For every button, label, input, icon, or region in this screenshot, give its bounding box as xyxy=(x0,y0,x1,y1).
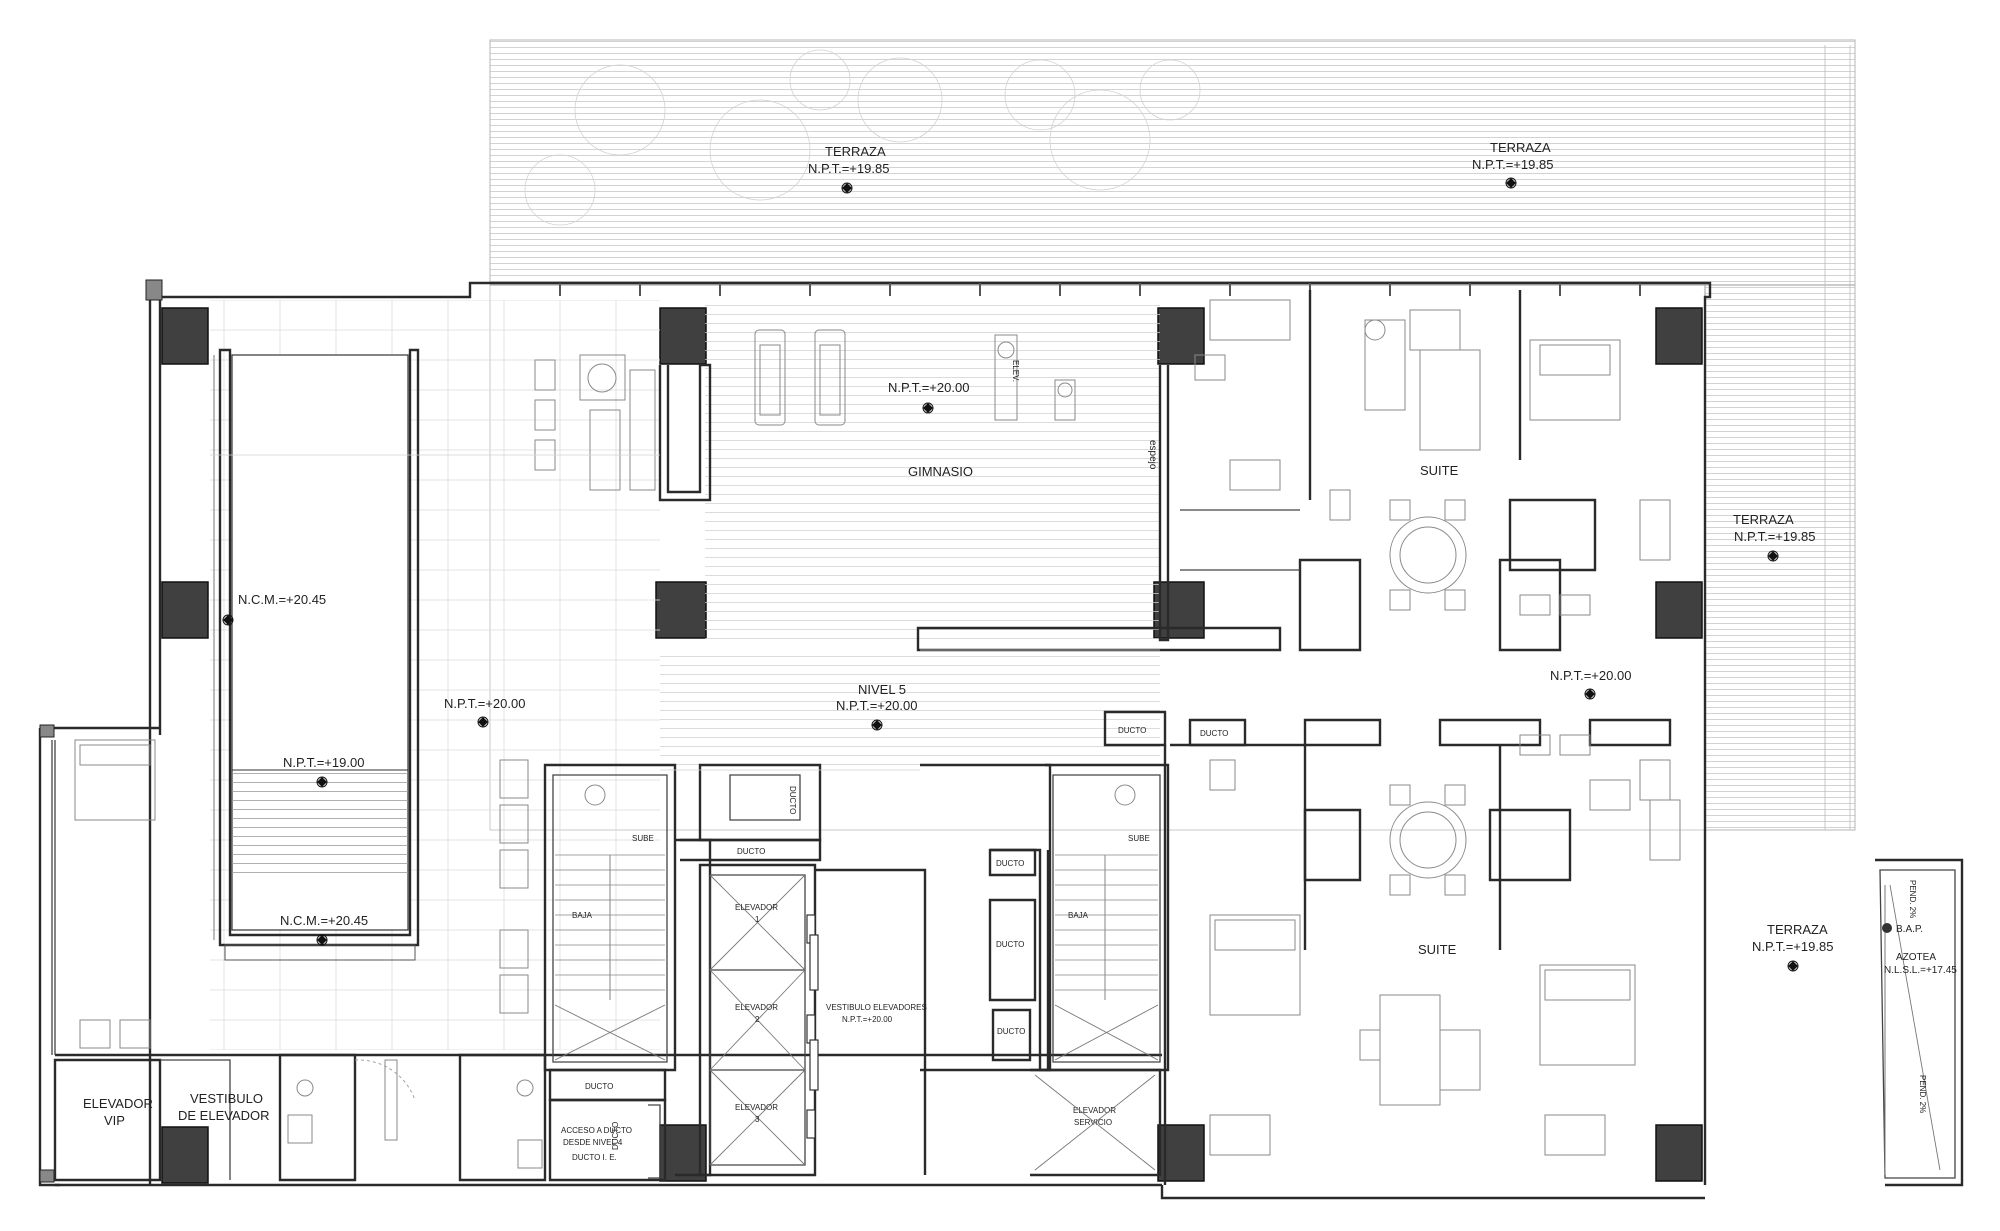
baja-label: BAJA xyxy=(572,911,593,920)
ducto-label: DUCTO xyxy=(611,1122,620,1150)
bap-marker xyxy=(1882,923,1892,933)
left-hall-level: N.P.T.=+20.00 xyxy=(444,696,525,711)
ducto-label: DUCTO xyxy=(1200,729,1228,738)
baja-label: BAJA xyxy=(1068,911,1089,920)
ducto-label: DUCTO xyxy=(585,1082,613,1091)
column xyxy=(655,581,707,639)
ducto-label: DUCTO xyxy=(997,1027,1025,1036)
pool-labels: N.C.M.=+20.45 N.P.T.=+19.00 N.C.M.=+20.4… xyxy=(222,592,525,946)
ducto-label: DUCTO xyxy=(996,940,1024,949)
column xyxy=(659,1124,707,1182)
suite-bottom: SUITE xyxy=(1163,718,1681,1185)
column xyxy=(1655,1124,1703,1182)
vestibulo-elevadores-2: N.P.T.=+20.00 xyxy=(842,1015,893,1024)
pool-npt-label: N.P.T.=+19.00 xyxy=(283,755,364,770)
bottom-left-services: ELEVADOR VIP VESTIBULO DE ELEVADOR xyxy=(53,1053,547,1182)
terraza-top-right: TERRAZA N.P.T.=+19.85 xyxy=(1472,140,1553,189)
vestibulo-elevadores-1: VESTIBULO ELEVADORES xyxy=(826,1003,927,1012)
elevador-servicio-2: SERVICIO xyxy=(1074,1118,1112,1127)
column xyxy=(1153,581,1205,639)
azotea-roof: B.A.P. AZOTEA N.L.S.L.=+17.45 PEND. 2% P… xyxy=(1875,858,1964,1187)
elevador-2-a: ELEVADOR xyxy=(735,1003,778,1012)
ncm-top-label: N.C.M.=+20.45 xyxy=(238,592,326,607)
elevador-1-b: 1 xyxy=(755,915,760,924)
sube-label: SUBE xyxy=(632,834,654,843)
terraza-label: TERRAZA xyxy=(1733,512,1794,527)
suite-top: SUITE xyxy=(1180,290,1671,652)
terraza-level: N.P.T.=+19.85 xyxy=(808,161,889,176)
hall-right-level: N.P.T.=+20.00 xyxy=(1550,668,1631,683)
ducto-label: DUCTO xyxy=(737,847,765,856)
elevator-bank: DUCTO DUCTO ELEVADOR 1 ELEVADOR 2 ELEVAD… xyxy=(675,763,927,1177)
terraza-right-lower: TERRAZA N.P.T.=+19.85 xyxy=(1752,922,1833,972)
elevador-vip-2: VIP xyxy=(104,1113,125,1128)
elevador-servicio-1: ELEVADOR xyxy=(1073,1106,1116,1115)
acceso-ducto-1: ACCESO A DUCTO xyxy=(561,1126,632,1135)
column xyxy=(1157,307,1205,365)
azotea-level: N.L.S.L.=+17.45 xyxy=(1884,965,1957,976)
pool-area xyxy=(74,300,660,1050)
suite-bottom-label: SUITE xyxy=(1418,942,1457,957)
column xyxy=(161,307,209,365)
pend-label: PEND. 2% xyxy=(1918,1075,1927,1113)
terraza-label: TERRAZA xyxy=(825,144,886,159)
pend-label: PEND. 2% xyxy=(1908,880,1917,918)
central-hall: NIVEL 5 N.P.T.=+20.00 N.P.T.=+20.00 xyxy=(660,650,1631,770)
vestibulo-elevador-1: VESTIBULO xyxy=(190,1091,263,1106)
elevador-vip-1: ELEVADOR xyxy=(83,1096,153,1111)
grid-lines xyxy=(210,454,1160,771)
terraza-level: N.P.T.=+19.85 xyxy=(1734,529,1815,544)
elev-annotation: ELEV. xyxy=(1011,360,1020,382)
terraza-level: N.P.T.=+19.85 xyxy=(1472,157,1553,172)
column xyxy=(161,1126,209,1184)
column xyxy=(659,307,707,365)
right-stair-core: SUBE BAJA DUCTO DUCTO DUCTO ELEVADOR SER… xyxy=(920,710,1247,1177)
mirror-label: espejo xyxy=(1147,440,1158,470)
left-stair-core: SUBE BAJA DUCTO ACCESO A DUCTO DESDE NIV… xyxy=(543,763,677,1182)
nivel-level: N.P.T.=+20.00 xyxy=(836,698,917,713)
column xyxy=(161,581,209,639)
elevador-3-a: ELEVADOR xyxy=(735,1103,778,1112)
acceso-ducto-2: DESDE NIVEL 4 xyxy=(563,1138,623,1147)
terrace-deck xyxy=(489,39,1856,831)
suite-top-label: SUITE xyxy=(1420,463,1459,478)
azotea-label: AZOTEA xyxy=(1896,952,1936,963)
acceso-ducto-3: DUCTO I. E. xyxy=(572,1153,617,1162)
terraza-right-upper: TERRAZA N.P.T.=+19.85 xyxy=(1733,512,1815,562)
ncm-bottom-label: N.C.M.=+20.45 xyxy=(280,913,368,928)
elevador-3-b: 3 xyxy=(755,1115,760,1124)
elevador-2-b: 2 xyxy=(755,1015,760,1024)
terraza-label: TERRAZA xyxy=(1767,922,1828,937)
nivel-label: NIVEL 5 xyxy=(858,682,906,697)
gym-room: ELEV. N.P.T.=+20.00 GIMNASIO espejo xyxy=(658,300,1282,652)
gym-label: GIMNASIO xyxy=(908,464,973,479)
terraza-label: TERRAZA xyxy=(1490,140,1551,155)
vestibulo-elevador-2: DE ELEVADOR xyxy=(178,1108,270,1123)
terraza-level: N.P.T.=+19.85 xyxy=(1752,939,1833,954)
planter-strip xyxy=(1824,45,1851,830)
ducto-label: DUCTO xyxy=(996,859,1024,868)
gym-level: N.P.T.=+20.00 xyxy=(888,380,969,395)
ducto-label: DUCTO xyxy=(1118,726,1146,735)
bap-label: B.A.P. xyxy=(1896,924,1923,935)
column xyxy=(1655,581,1703,639)
column xyxy=(1655,307,1703,365)
terraza-top-left: TERRAZA N.P.T.=+19.85 xyxy=(808,144,889,194)
elevador-1-a: ELEVADOR xyxy=(735,903,778,912)
sube-label: SUBE xyxy=(1128,834,1150,843)
ducto-label: DUCTO xyxy=(788,786,797,814)
